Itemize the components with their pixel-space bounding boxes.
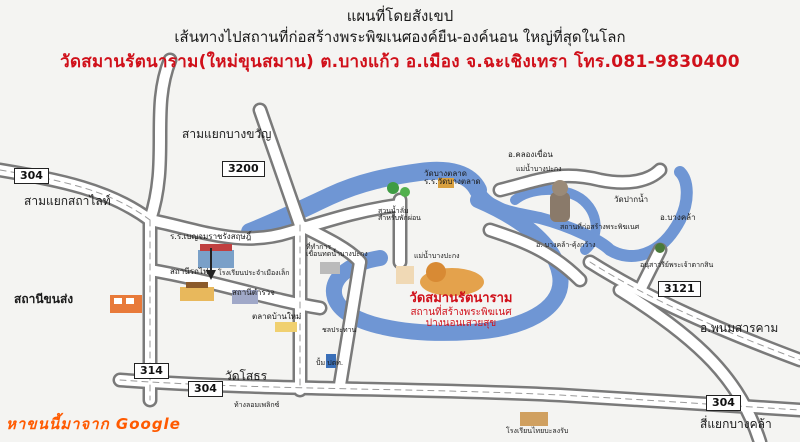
park-icon [387,182,410,197]
label-boon-note: ปั้ม ปตท. [316,359,344,367]
reservoir-icon [655,243,665,253]
label-water-office: ที่ทำการ เขื่อนทดน้ำบางปะกง [306,243,368,258]
temple-address: วัดสมานรัตนาราม(ใหม่ขุนสมาน) ต.บางแก้ว อ… [60,52,740,72]
temple-sub1: สถานที่สร้างพระพิฆเนศ [410,306,512,318]
label-wat-pak-nam: วัดปากน้ำ [614,195,649,204]
school-building-icon [198,244,234,268]
label-train-station: สถานีรถไฟ [170,267,209,276]
label-yaek-bang-khwan: สามแยกบางขวัญ [182,127,272,141]
school-bottom-icon [520,412,548,426]
route-shield-3121: 3121 [658,281,701,298]
label-yaek-sotthorn: สามแยกสถาไลท์ [24,194,111,208]
label-wat-sothorn: วัดโสธร [225,369,268,383]
map-subtitle: เส้นทางไปสถานที่ก่อสร้างพระพิฆเนศองค์ยืน… [174,28,626,46]
landmark-layer [110,178,665,426]
road-layer [0,52,800,442]
bus-station-icon [110,295,142,313]
label-park: สวนน้ำลั่ม สำหรับพักผ่อน [378,207,421,222]
label-river: แม่น้ำบางปะกง [516,165,562,173]
label-market: ตลาดบ้านใหม่ [252,312,302,321]
route-shield-3200: 3200 [222,161,265,178]
label-tang-small: ท้างลอมเพลิกซ์ [234,401,280,409]
label-bang-pakong-gate: แม่น้ำบางปะกง [414,252,460,260]
temple-label: วัดสมานรัตนาราม สถานที่สร้างพระพิฆเนศ ปา… [386,291,536,330]
police-station-icon [232,290,258,304]
route-shield-304-left: 304 [14,168,49,185]
label-police-station: สถานีตำรวจ [232,288,275,297]
label-school-bottom: โรงเรียนไทยบะลงรับ [506,427,569,435]
route-shield-314: 314 [134,363,169,380]
standing-ganesha-icon [550,180,570,222]
label-small-note-1: โรงเรียนประจำเมืองเล็ก [218,269,290,277]
label-bang-khla: อ.บางคล้า [660,213,696,222]
label-phanom-sarakham: อ.พนมสารคาม [700,321,779,335]
river-loop-east [510,184,601,255]
label-bridge-note: สถานที่ก่อสร้างพระพิฆเนศ [560,223,640,231]
label-reservoir: อนุสาวรีย์พระเจ้าตากสิน [640,261,714,269]
train-station-icon [180,282,214,301]
temple-name: วัดสมานรัตนาราม [409,291,513,306]
label-school-benchama: ร.ร.เบญจมราชรังสฤษฎิ์ [170,232,252,241]
label-bus-station: สถานีขนส่ง [14,292,74,306]
label-wat-bang-talat: วัดบางตลาด ร.ร.วัดบางตลาด [424,169,481,186]
water-office-icon [320,262,340,274]
label-khlong-khuen: อ.คลองเขื่อน [508,150,553,159]
market-icon [275,322,297,332]
label-lower-river: อ. บางคล้า-คุ้งกว้าง [536,241,596,249]
route-shield-304-bottom: 304 [188,381,223,398]
label-yaek-bang-khla: สี่แยกบางคล้า [700,417,772,431]
temple-ganesha-icon [396,262,484,296]
arrow-down-icon [206,248,216,280]
wat-bang-talat-icon [438,178,454,188]
route-shield-304-right: 304 [706,395,741,412]
map-title: แผนที่โดยสังเขป [346,7,454,25]
label-irrigation: ชลประทาน [322,326,357,334]
temple-sub2: ปางนอนเสวยสุข [425,318,497,330]
source-footer: หาขนนี้มาจาก Google [6,415,181,433]
pump-icon [326,354,336,368]
